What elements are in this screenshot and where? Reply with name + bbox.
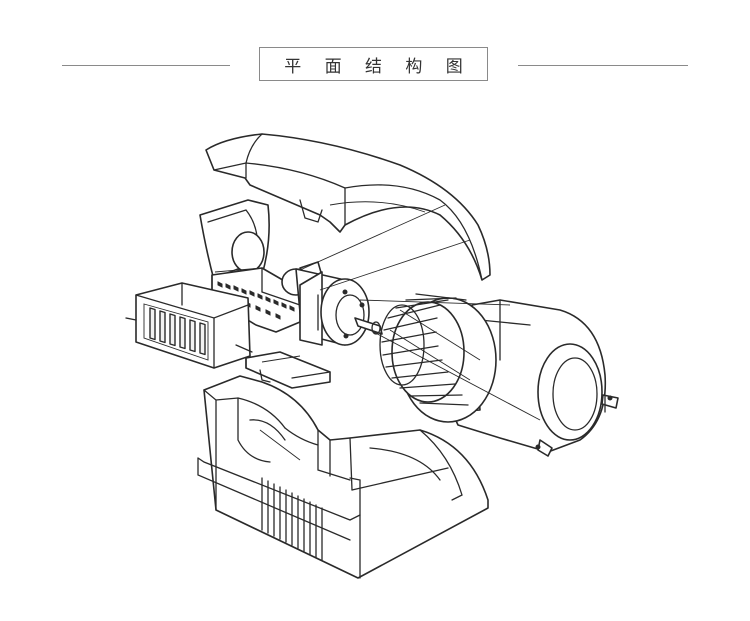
page-title: 平 面 结 构 图 [284, 56, 472, 77]
front-grille [125, 282, 253, 369]
side-panel [199, 199, 270, 286]
top-cover [205, 133, 491, 281]
header-rule-right [518, 65, 688, 66]
circuit-board [245, 351, 331, 389]
title-frame: 平 面 结 构 图 [259, 47, 488, 81]
assembly-guide-lines [299, 204, 541, 421]
page-header: 平 面 结 构 图 [0, 0, 750, 110]
main-housing [197, 375, 489, 579]
fan-impeller [379, 293, 497, 423]
header-rule-left [62, 65, 230, 66]
motor [281, 261, 383, 346]
